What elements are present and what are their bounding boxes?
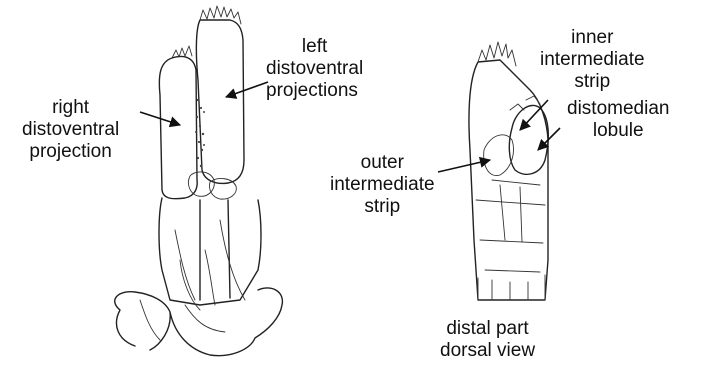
label-line: right bbox=[22, 97, 119, 119]
dorsal-outline bbox=[469, 60, 548, 300]
caption-line: distal part bbox=[440, 318, 535, 340]
caption-distal-part-dorsal-view: distal part dorsal view bbox=[440, 318, 535, 362]
label-line: intermediate bbox=[540, 49, 645, 71]
label-distomedian-lobule: distomedian lobule bbox=[567, 98, 669, 142]
dorsal-teeth bbox=[478, 42, 516, 66]
arrow-left-projections bbox=[226, 82, 268, 97]
label-line: strip bbox=[330, 196, 435, 218]
left-projection-outline bbox=[196, 20, 244, 183]
label-line: left bbox=[266, 36, 363, 58]
label-line: inner bbox=[540, 27, 645, 49]
dorsal-right-lobes bbox=[509, 105, 548, 174]
label-line: distoventral bbox=[266, 58, 363, 80]
label-right-distoventral-projection: right distoventral projection bbox=[22, 97, 119, 163]
joint-pieces bbox=[188, 172, 236, 199]
label-line: strip bbox=[540, 71, 645, 93]
label-line: lobule bbox=[567, 120, 669, 142]
label-outer-intermediate-strip: outer intermediate strip bbox=[330, 152, 435, 218]
arrow-distomedian bbox=[538, 128, 560, 150]
label-line: distomedian bbox=[567, 98, 669, 120]
label-line: distoventral bbox=[22, 119, 119, 141]
specimen-dorsal-view bbox=[469, 42, 548, 300]
label-line: projection bbox=[22, 141, 119, 163]
arrow-outer-strip bbox=[438, 160, 490, 172]
label-line: outer bbox=[330, 152, 435, 174]
basal-segments bbox=[159, 198, 261, 305]
specimen-ventral-view bbox=[115, 6, 283, 356]
dorsal-bottom-segments bbox=[478, 275, 545, 300]
label-line: projections bbox=[266, 80, 363, 102]
label-left-distoventral-projections: left distoventral projections bbox=[266, 36, 363, 102]
caption-line: dorsal view bbox=[440, 340, 535, 362]
right-projection-outline bbox=[159, 57, 197, 199]
label-inner-intermediate-strip: inner intermediate strip bbox=[540, 27, 645, 93]
label-line: intermediate bbox=[330, 174, 435, 196]
